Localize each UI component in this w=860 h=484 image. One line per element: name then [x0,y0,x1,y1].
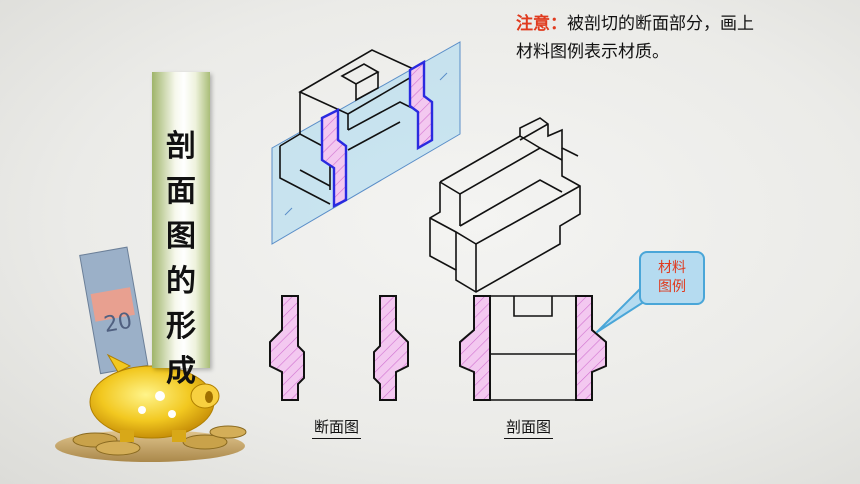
title-banner: 剖 面 图 的 形 成 [152,72,210,389]
title-char: 图 [166,219,196,254]
cut-face-left [320,108,348,208]
title-char: 面 [166,174,196,209]
section-view-shapes [269,295,409,401]
cut-model-isometric [271,41,461,245]
remaining-part-isometric [429,117,581,293]
title-char: 成 [166,354,196,389]
callout-line-2: 图例 [658,279,686,295]
svg-text:20: 20 [102,309,134,338]
cut-face-right [408,59,434,151]
sectional-view-shape [459,295,607,401]
note-text: 注意：被剖切的断面部分，画上材料图例表示材质。 [516,10,766,66]
caption-sectional-view: 剖面图 [504,416,554,439]
caption-section-view: 断面图 [312,416,362,439]
title-vertical: 剖 面 图 的 形 成 [152,124,210,394]
title-char: 的 [166,264,196,299]
note-body: 被剖切的断面部分，画上材料图例表示材质。 [516,14,754,62]
note-highlight: 注意： [516,14,567,34]
title-char: 剖 [166,129,196,164]
title-char: 形 [166,309,196,344]
cutting-plane [271,41,461,245]
material-legend-callout: 材料 图例 [639,251,705,305]
piggy-bank-illustration: 20 [55,246,247,462]
callout-line-1: 材料 [658,260,686,276]
